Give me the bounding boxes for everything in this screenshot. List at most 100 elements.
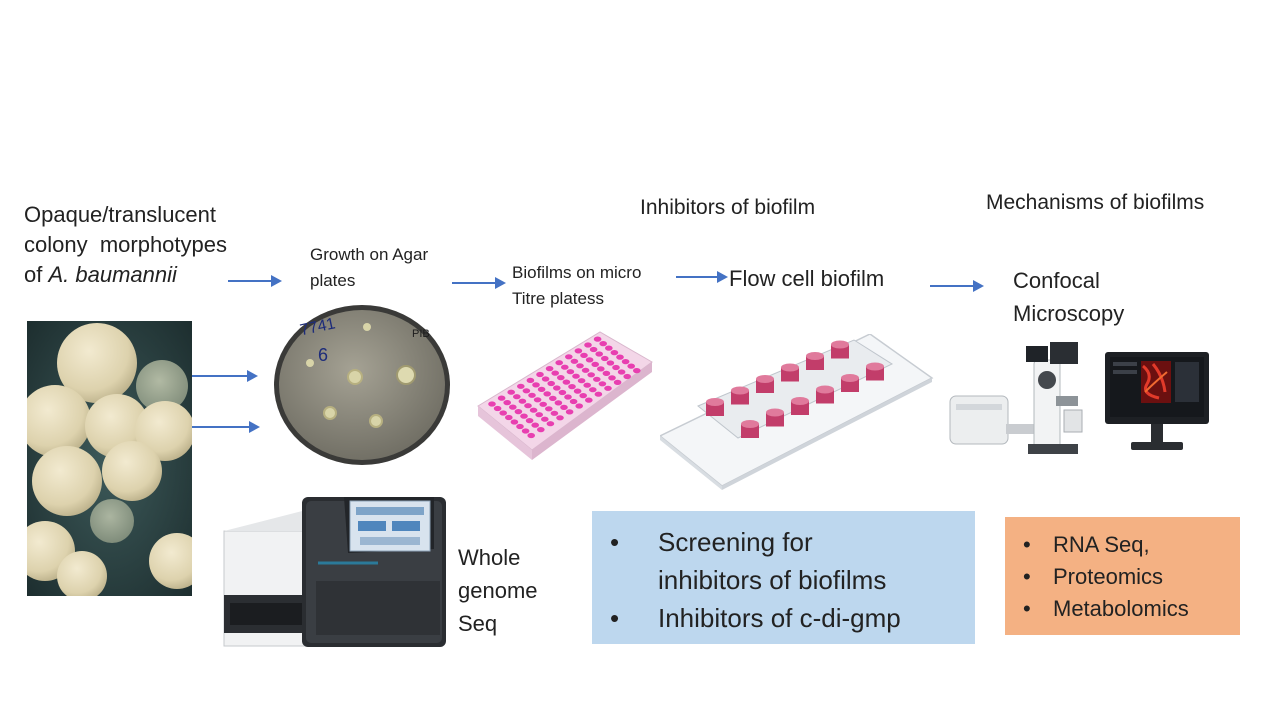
colony-label-line2: colony morphotypes (24, 232, 227, 257)
plate-well (627, 363, 635, 369)
plate-well (565, 409, 574, 415)
plate-well (608, 375, 616, 381)
plate-well (565, 354, 573, 360)
plate-well (606, 360, 615, 366)
plate-well (509, 404, 517, 410)
flow-chamber-top (766, 408, 784, 417)
plate-well (587, 372, 595, 378)
plate-well (497, 395, 506, 401)
flow-chamber (756, 379, 774, 393)
flow-chamber-top (866, 362, 884, 371)
plate-well (621, 359, 630, 365)
plate-well (517, 383, 525, 389)
plate-well (541, 376, 550, 382)
microtitre-label-line2: Titre platess (512, 289, 604, 308)
arrow-colony-opaque (168, 370, 258, 382)
plate-well (569, 398, 578, 405)
flow-chamber-top (831, 340, 849, 349)
plate-well (605, 345, 613, 351)
plate-well (543, 391, 551, 397)
plate-well (599, 341, 607, 347)
flow-chamber (791, 401, 809, 415)
plate-well (522, 388, 531, 394)
flow-chamber (816, 389, 834, 404)
plate-well (633, 368, 641, 374)
colony-label: Opaque/translucent colony morphotypes of… (24, 200, 227, 290)
plate-well (507, 389, 515, 395)
flow-chamber (706, 402, 724, 416)
plate-well (570, 358, 579, 364)
plate-well (536, 371, 544, 378)
flow-chamber-top (741, 420, 759, 428)
plate-well (510, 419, 519, 425)
plate-well (505, 414, 513, 421)
microtitre-label: Biofilms on micro Titre platess (512, 260, 641, 312)
plate-well (516, 423, 524, 430)
plate-well (521, 428, 530, 434)
colony-label-line1: Opaque/translucent (24, 202, 217, 227)
screening-item-1-cont: inhibitors of biofilms (658, 565, 887, 595)
monitor-confocal-image (1105, 352, 1209, 450)
plate-well (493, 405, 502, 412)
arrow-microtitre-to-flowcell (676, 271, 728, 283)
agar-label-line1: Growth on Agar (310, 245, 429, 264)
plate-well (584, 342, 592, 348)
plate-well (591, 361, 599, 367)
plate-well (568, 384, 576, 390)
plate-well (604, 385, 612, 391)
flow-chamber (731, 390, 749, 405)
genome-sequencer (223, 497, 446, 647)
plate-well (520, 413, 528, 419)
arrow-colony-translucent (176, 421, 260, 433)
plate-well (532, 382, 540, 388)
plate-well (580, 352, 588, 358)
bullet: • (610, 527, 620, 557)
plate-well (528, 392, 536, 398)
plate-well (541, 416, 549, 422)
plate-well (610, 350, 619, 356)
plate-well (557, 375, 565, 381)
plate-well (581, 367, 590, 373)
plate-well (593, 376, 601, 382)
flow-chamber (781, 367, 799, 382)
arrow-flowcell-to-confocal (930, 280, 984, 292)
plate-well (593, 336, 602, 342)
plate-well (589, 346, 598, 353)
plate-well (602, 370, 611, 376)
bullet: • (610, 603, 620, 633)
plate-well (594, 391, 603, 397)
flow-chamber-top (731, 386, 749, 395)
agar-label-line2: plates (310, 271, 356, 290)
agar-label: Growth on Agar plates (310, 242, 428, 294)
plate-well (598, 381, 607, 387)
plate-well (554, 400, 563, 406)
plate-well (488, 401, 496, 407)
inhibitors-header: Inhibitors of biofilm (640, 196, 816, 219)
flow-chamber (806, 356, 824, 370)
plate-well (537, 427, 545, 433)
flow-chamber (766, 412, 784, 427)
plate-well (574, 348, 583, 354)
agar-plate: 7741 6 PIB (274, 305, 450, 465)
plate-well (566, 369, 575, 375)
confocal-label: Confocal Microscopy (1013, 264, 1124, 330)
sequencer-label: Whole genome Seq (458, 541, 538, 640)
plate-well (527, 432, 535, 439)
plate-well (562, 379, 571, 385)
plate-well (617, 369, 626, 375)
flow-chamber-top (791, 397, 809, 405)
plate-well (616, 354, 624, 360)
plate-well (531, 422, 539, 428)
colony-label-line3: of A. baumannii (24, 262, 177, 287)
bullet: • (1023, 564, 1031, 589)
plate-well (525, 418, 534, 424)
plate-well (579, 393, 587, 399)
plate-handwriting-2: 6 (318, 345, 328, 365)
flow-chamber (741, 424, 759, 438)
mechanisms-header: Mechanisms of biofilms (986, 191, 1205, 214)
plate-well (585, 397, 593, 403)
arrow-colony-to-agar (228, 275, 282, 287)
plate-well (524, 403, 532, 409)
plate-well (595, 351, 603, 357)
plate-well (558, 389, 567, 396)
